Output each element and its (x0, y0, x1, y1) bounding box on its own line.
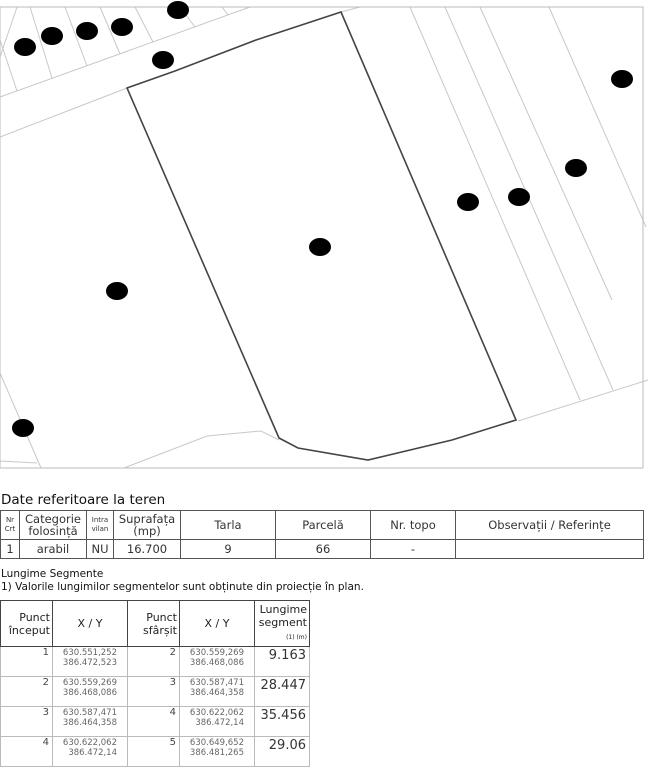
end-y: 386.472,14 (195, 718, 244, 728)
redaction-marker (14, 38, 36, 56)
segmente-header-row: Punct început X / Y Punct sfârșit X / Y … (0, 600, 310, 647)
end-y: 386.468,086 (189, 658, 244, 668)
start-y: 386.464,358 (62, 718, 117, 728)
teren-table: Nr Crt Categorie folosință Intra vilan S… (0, 510, 644, 559)
start-y: 386.472,523 (62, 658, 117, 668)
parcel-map (0, 1, 648, 469)
neighbor-boundaries (0, 6, 648, 469)
col-nr-topo: Nr. topo (370, 510, 456, 540)
table-row: 1 arabil NU 16.700 9 66 - (0, 539, 644, 559)
redaction-marker (167, 1, 189, 19)
cell: arabil (19, 539, 87, 559)
start-x: 630.622,062 (62, 738, 117, 748)
start-x: 630.587,471 (62, 708, 117, 718)
redaction-marker (309, 238, 331, 256)
start-x: 630.551,252 (62, 648, 117, 658)
redaction-marker (106, 282, 128, 300)
segment-length: 35.456 (254, 706, 310, 737)
redaction-marker (457, 193, 479, 211)
start-point: 3 (0, 706, 53, 737)
end-y: 386.464,358 (189, 688, 244, 698)
cell: - (370, 539, 456, 559)
cell (455, 539, 644, 559)
end-x: 630.622,062 (189, 708, 244, 718)
cell: 16.700 (113, 539, 181, 559)
col-xy-start: X / Y (52, 600, 128, 647)
start-point: 1 (0, 646, 53, 677)
cell: NU (86, 539, 114, 559)
start-point: 4 (0, 736, 53, 767)
col-suprafata: Suprafața (mp) (113, 510, 181, 540)
col-categorie: Categorie folosință (19, 510, 87, 540)
col-intravilan: Intra vilan (86, 510, 114, 540)
col-tarla: Tarla (180, 510, 276, 540)
col-punct-inceput: Punct început (0, 600, 53, 647)
cell: 66 (275, 539, 371, 559)
end-point: 2 (127, 646, 180, 677)
col-observatii: Observații / Referințe (455, 510, 644, 540)
redaction-marker (611, 70, 633, 88)
redaction-marker (111, 18, 133, 36)
start-x: 630.559,269 (62, 678, 117, 688)
end-point: 3 (127, 676, 180, 707)
col-parcela: Parcelă (275, 510, 371, 540)
end-point: 4 (127, 706, 180, 737)
col-punct-sfarsit: Punct sfârșit (127, 600, 180, 647)
end-x: 630.587,471 (189, 678, 244, 688)
segment-length: 28.447 (254, 676, 310, 707)
redaction-marker (76, 22, 98, 40)
start-point: 2 (0, 676, 53, 707)
start-y: 386.472,14 (68, 748, 117, 758)
redaction-markers (12, 1, 633, 437)
redaction-marker (565, 159, 587, 177)
teren-title: Date referitoare la teren (1, 492, 166, 508)
segment-length: 29.06 (254, 736, 310, 767)
teren-header-row: Nr Crt Categorie folosință Intra vilan S… (0, 510, 644, 540)
cell: 9 (180, 539, 276, 559)
redaction-marker (12, 419, 34, 437)
end-x: 630.559,269 (189, 648, 244, 658)
end-y: 386.481,265 (189, 748, 244, 758)
redaction-marker (152, 51, 174, 69)
parcel-outline (125, 11, 518, 461)
lungime-unit: (1) (m) (286, 634, 307, 641)
segmente-title: Lungime Segmente (1, 568, 104, 580)
col-lungime: Lungime segment (1) (m) (254, 600, 310, 647)
segmente-note: 1) Valorile lungimilor segmentelor sunt … (1, 581, 364, 593)
col-nr-crt: Nr Crt (0, 510, 20, 540)
start-y: 386.468,086 (62, 688, 117, 698)
map-frame (0, 6, 644, 469)
cell: 1 (0, 539, 20, 559)
segment-length: 9.163 (254, 646, 310, 677)
col-xy-end: X / Y (179, 600, 255, 647)
redaction-marker (508, 188, 530, 206)
redaction-marker (41, 27, 63, 45)
end-x: 630.649,652 (189, 738, 244, 748)
end-point: 5 (127, 736, 180, 767)
segmente-table: Punct început X / Y Punct sfârșit X / Y … (0, 600, 310, 767)
lungime-label: Lungime segment (258, 603, 307, 629)
